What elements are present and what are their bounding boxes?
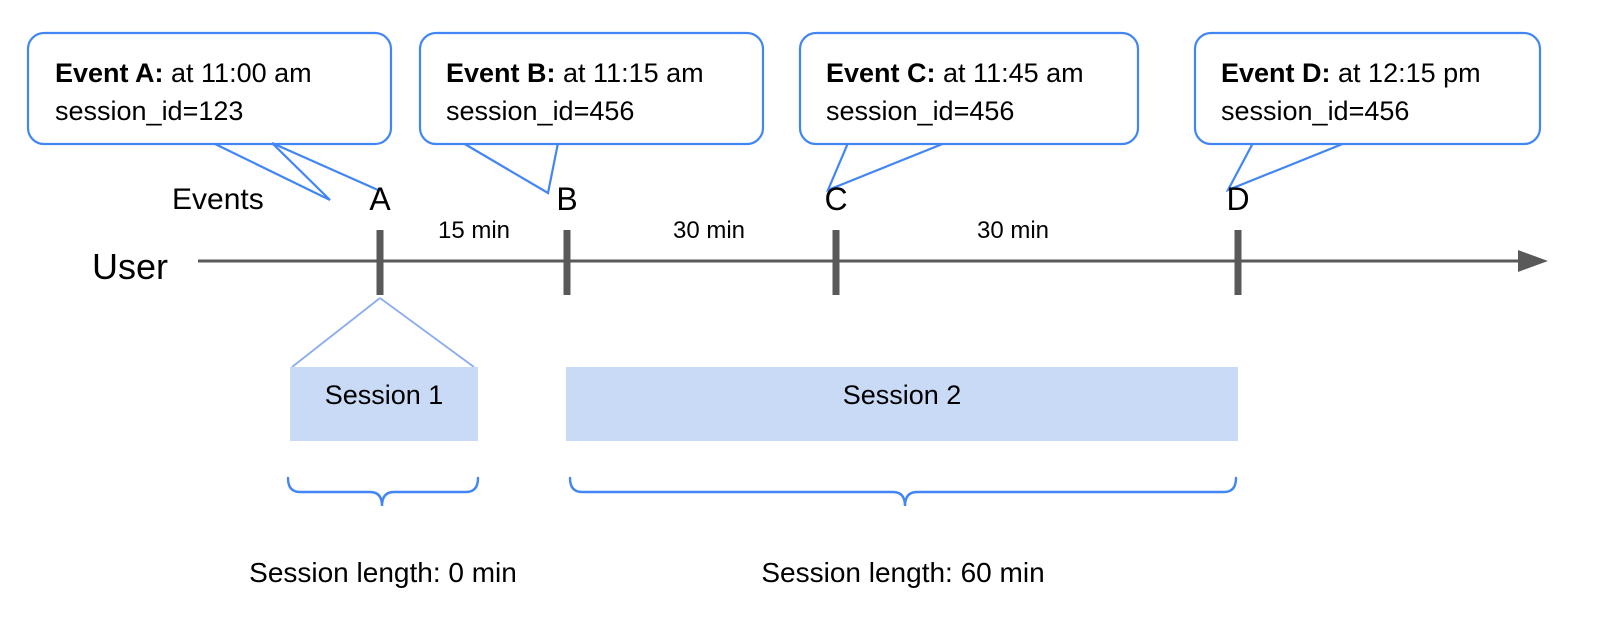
session-2-label: Session 2 bbox=[843, 380, 962, 410]
callout-a-line1: Event A: at 11:00 am bbox=[55, 58, 312, 88]
session-2-length-label: Session length: 60 min bbox=[761, 557, 1044, 588]
row-label-events: Events bbox=[172, 183, 264, 216]
callout-d-line2: session_id=456 bbox=[1221, 96, 1409, 126]
callout-c-line2: session_id=456 bbox=[826, 96, 1014, 126]
callout-b-line2: session_id=456 bbox=[446, 96, 634, 126]
callout-c-bold: Event C: bbox=[826, 58, 936, 88]
brace-session-2 bbox=[568, 476, 1238, 507]
callout-a-rest: at 11:00 am bbox=[164, 58, 312, 88]
callout-b-line1: Event B: at 11:15 am bbox=[446, 58, 704, 88]
axis-arrow-icon bbox=[1518, 250, 1548, 272]
callout-a-line2: session_id=123 bbox=[55, 96, 243, 126]
callout-d-rest: at 12:15 pm bbox=[1331, 58, 1481, 88]
brace-session-1 bbox=[286, 476, 480, 507]
callout-d-line1: Event D: at 12:15 pm bbox=[1221, 58, 1481, 88]
session-1-length-label: Session length: 0 min bbox=[249, 557, 517, 588]
callout-d-bold: Event D: bbox=[1221, 58, 1331, 88]
session-1-box bbox=[290, 367, 478, 441]
callout-b-tail bbox=[458, 141, 560, 195]
session-1-block[interactable]: Session 1 bbox=[290, 367, 478, 441]
callout-event-d[interactable]: Event D: at 12:15 pm session_id=456 bbox=[1193, 31, 1542, 193]
row-label-user: User bbox=[92, 246, 168, 287]
callout-c-line1: Event C: at 11:45 am bbox=[826, 58, 1084, 88]
session-1-funnel-left bbox=[291, 297, 381, 368]
session-1-funnel-right bbox=[379, 297, 475, 368]
session-1-label: Session 1 bbox=[325, 380, 444, 410]
session-2-box bbox=[566, 367, 1238, 441]
gap-label-b-c: 30 min bbox=[673, 217, 745, 244]
session-2-block[interactable]: Session 2 bbox=[566, 367, 1238, 441]
callout-a-bold: Event A: bbox=[55, 58, 164, 88]
callout-b-box bbox=[418, 31, 765, 146]
gap-label-a-b: 15 min bbox=[438, 217, 510, 244]
timeline-axis bbox=[198, 250, 1548, 272]
gap-label-c-d: 30 min bbox=[977, 217, 1049, 244]
event-letter-d: D bbox=[1226, 181, 1249, 217]
callout-event-c[interactable]: Event C: at 11:45 am session_id=456 bbox=[798, 31, 1140, 193]
callout-a-leader bbox=[271, 141, 379, 192]
event-letter-b: B bbox=[556, 181, 577, 217]
event-letter-a: A bbox=[369, 181, 391, 217]
callout-b-rest: at 11:15 am bbox=[556, 58, 704, 88]
callout-d-box bbox=[1193, 31, 1542, 146]
callout-event-a[interactable]: Event A: at 11:00 am session_id=123 bbox=[26, 31, 393, 201]
callout-c-box bbox=[798, 31, 1140, 146]
callout-c-rest: at 11:45 am bbox=[936, 58, 1084, 88]
callout-event-b[interactable]: Event B: at 11:15 am session_id=456 bbox=[418, 31, 765, 195]
callout-b-bold: Event B: bbox=[446, 58, 556, 88]
callout-a-box bbox=[26, 31, 393, 146]
event-letter-c: C bbox=[824, 181, 847, 217]
